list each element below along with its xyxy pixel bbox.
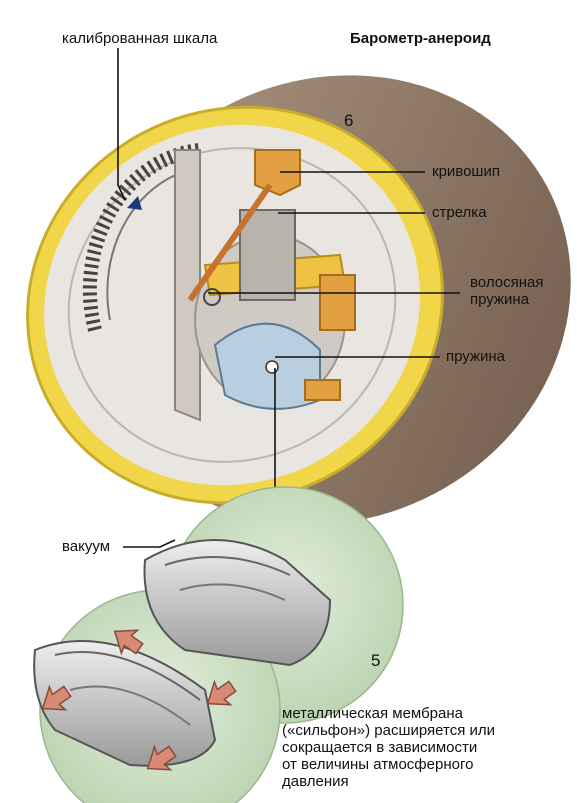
label-vacuum: вакуум [62, 538, 110, 555]
label-membrane: металлическая мембрана («сильфон») расши… [282, 705, 495, 790]
diagram-title: Барометр-анероид [350, 30, 491, 47]
label-crank: кривошип [432, 163, 500, 180]
dial-plate [175, 150, 200, 420]
label-scale: калиброванная шкала [62, 30, 217, 47]
label-spring: пружина [446, 348, 505, 365]
label-hair-spring: волосяная пружина [470, 274, 543, 308]
label-pointer: стрелка [432, 204, 487, 221]
figure-number-top: 6 [344, 112, 353, 129]
figure-number-bottom: 5 [371, 652, 380, 669]
